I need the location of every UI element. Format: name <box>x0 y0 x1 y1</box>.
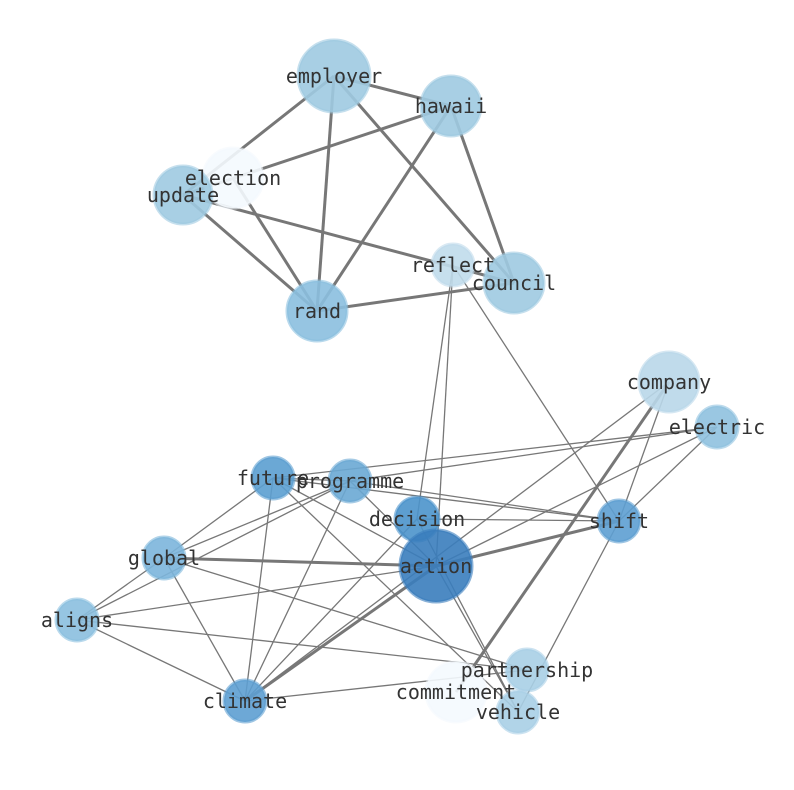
edge-employer-rand <box>315 75 336 312</box>
edge-reflect-shift <box>452 264 620 522</box>
edge-global-programme <box>163 480 351 559</box>
edge-programme-electric <box>349 426 718 482</box>
node-label-electric: electric <box>669 415 765 439</box>
node-hawaii[interactable] <box>419 74 483 138</box>
edge-aligns-programme <box>76 480 351 621</box>
node-company[interactable] <box>637 350 701 414</box>
node-label-future: future <box>237 466 309 490</box>
node-label-employer: employer <box>286 64 382 88</box>
edge-programme-climate <box>244 480 351 702</box>
edge-reflect-decision <box>416 264 454 520</box>
node-climate[interactable] <box>222 678 268 724</box>
edge-decision-climate <box>244 518 418 702</box>
node-label-programme: programme <box>296 469 404 493</box>
node-programme[interactable] <box>327 458 373 504</box>
node-label-election: election <box>185 166 281 190</box>
node-action[interactable] <box>398 528 474 604</box>
edge-hawaii-rand <box>315 105 453 312</box>
node-label-climate: climate <box>203 689 287 713</box>
node-label-update: update <box>147 183 219 207</box>
edge-global-future <box>163 477 274 559</box>
node-partnership[interactable] <box>504 647 550 693</box>
edge-company-commitment <box>454 381 671 693</box>
edge-global-action <box>163 556 437 568</box>
edge-climate-action <box>244 564 437 703</box>
edge-aligns-climate <box>76 619 246 702</box>
node-label-commitment: commitment <box>396 680 516 704</box>
node-label-aligns: aligns <box>41 608 113 632</box>
node-electric[interactable] <box>694 404 740 450</box>
edge-employer-council <box>332 75 516 284</box>
edge-global-climate <box>163 557 246 702</box>
node-global[interactable] <box>141 535 187 581</box>
edge-electric-action <box>435 426 718 567</box>
edge-decision-shift <box>416 518 620 522</box>
node-label-company: company <box>627 370 711 394</box>
edge-aligns-action <box>76 565 437 621</box>
node-reflect[interactable] <box>430 242 476 288</box>
node-council[interactable] <box>482 251 546 315</box>
node-commitment[interactable] <box>424 660 488 724</box>
edge-future-climate <box>244 477 274 702</box>
node-label-vehicle: vehicle <box>476 700 560 724</box>
edge-programme-shift <box>349 480 620 522</box>
edge-global-partnership <box>163 557 528 671</box>
node-employer[interactable] <box>296 38 372 114</box>
node-label-action: action <box>400 554 472 578</box>
node-label-shift: shift <box>589 509 649 533</box>
node-vehicle[interactable] <box>495 689 541 735</box>
node-label-hawaii: hawaii <box>415 94 487 118</box>
node-label-partnership: partnership <box>461 658 593 682</box>
edge-electric-shift <box>618 426 718 522</box>
node-update[interactable] <box>152 164 214 226</box>
node-aligns[interactable] <box>54 597 100 643</box>
node-label-global: global <box>128 546 200 570</box>
edge-rand-council <box>316 281 515 313</box>
node-rand[interactable] <box>285 279 349 343</box>
node-shift[interactable] <box>596 498 642 544</box>
node-label-reflect: reflect <box>411 253 495 277</box>
node-future[interactable] <box>250 455 296 501</box>
node-label-council: council <box>472 271 556 295</box>
node-label-rand: rand <box>293 299 341 323</box>
node-label-decision: decision <box>369 507 465 531</box>
